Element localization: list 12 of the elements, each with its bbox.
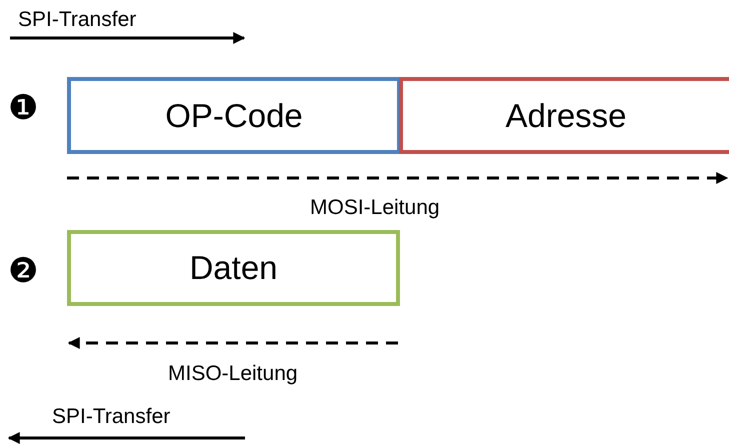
field-label: Adresse: [505, 96, 627, 134]
arrow-label: SPI-Transfer: [52, 405, 170, 429]
field-box: [399, 77, 729, 154]
line-label: MOSI-Leitung: [310, 196, 440, 220]
step-number: ❶: [8, 88, 38, 128]
field-box: [67, 230, 400, 306]
field-label: OP-Code: [165, 96, 303, 134]
field-label: Daten: [189, 249, 278, 287]
arrow-label: SPI-Transfer: [18, 8, 136, 32]
field-box: [67, 77, 401, 154]
line-label: MISO-Leitung: [168, 362, 298, 386]
step-number: ❷: [8, 251, 38, 291]
